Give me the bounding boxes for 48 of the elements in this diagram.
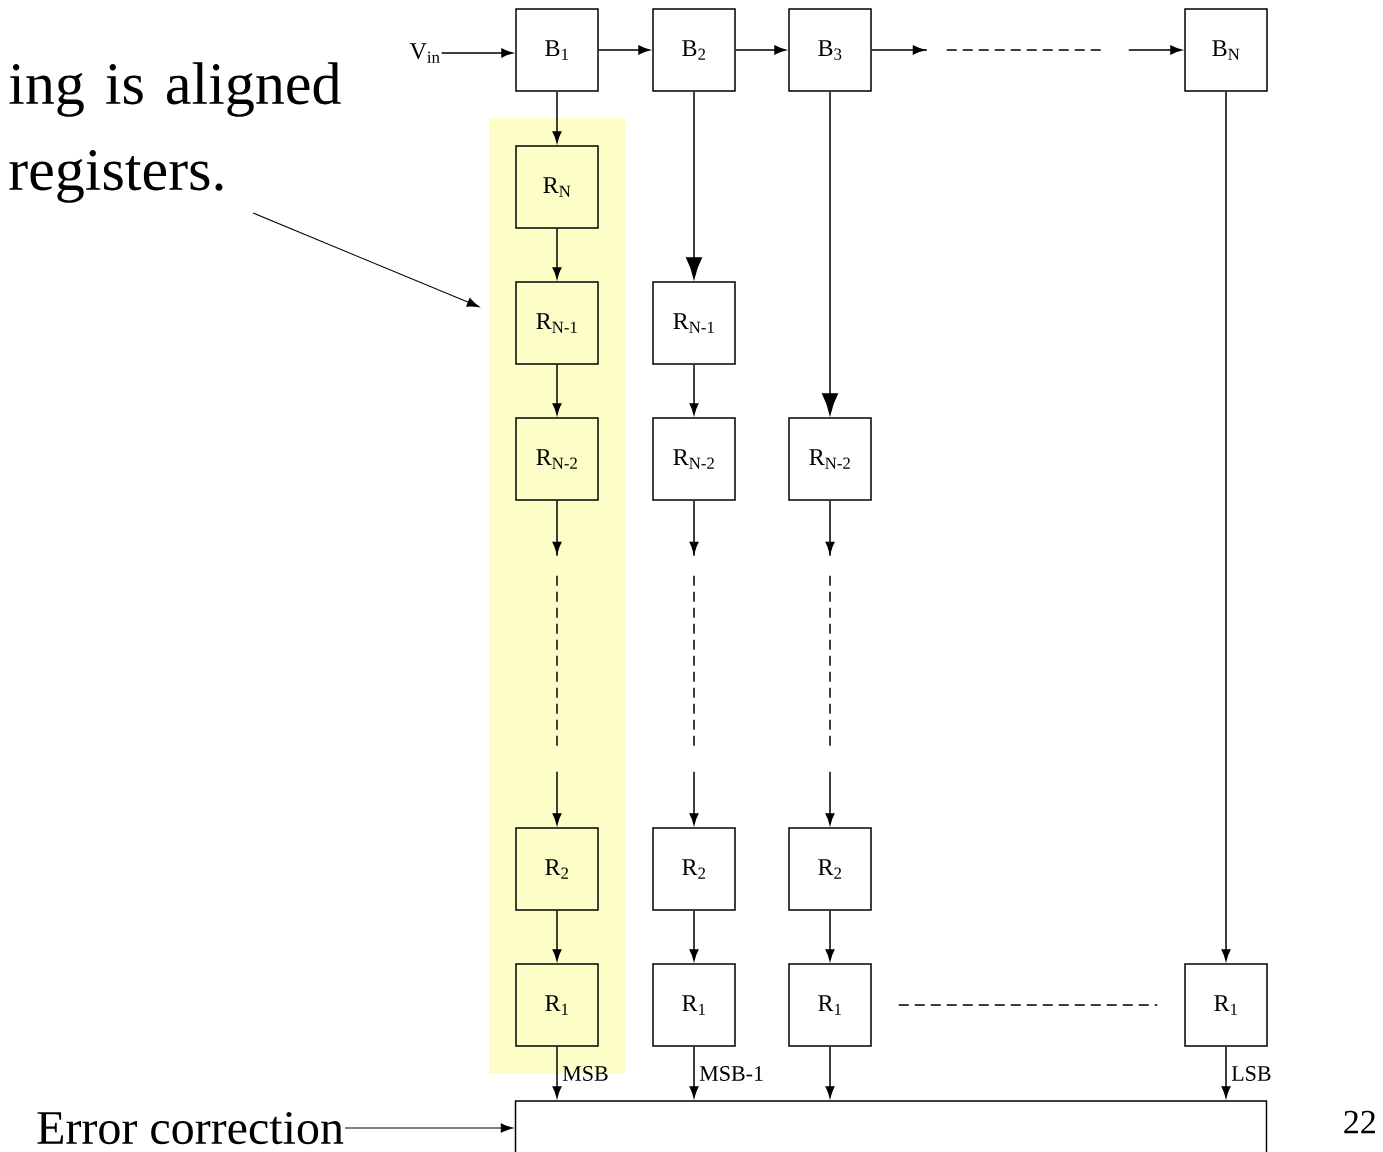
register-box: R$_{N-2}$ [652,417,736,501]
register-box: B$_{3}$ [788,8,872,92]
arrow [689,910,699,961]
page-number: 22 [1344,1110,1375,1134]
signal-label: V$_{in}$ [409,43,440,63]
register-box: B$_{N}$ [1184,8,1268,92]
register-box: R$_{1}$ [515,963,599,1047]
arrow [735,45,786,55]
register-box: R$_{N-2}$ [515,417,599,501]
arrow [552,364,562,415]
edge-label: LSB [1231,1066,1271,1081]
arrow [686,91,702,279]
error-correction-box [514,1100,1268,1152]
arrow [1221,91,1231,961]
register-box: B$_{1}$ [515,8,599,92]
arrow [344,1123,514,1133]
arrow [552,910,562,961]
edge-label: MSB-1 [699,1066,763,1081]
arrow [871,45,1182,55]
edge-label: MSB [562,1066,608,1081]
block-label: Error correction [37,1111,344,1145]
arrow [825,1046,835,1098]
arrow [825,910,835,961]
arrow [689,500,699,825]
arrow [822,91,838,415]
register-box: R$_{2}$ [652,827,736,911]
register-box: R$_{N}$ [515,145,599,229]
arrow [552,500,562,825]
arrow [689,1046,699,1098]
register-box: B$_{2}$ [652,8,736,92]
arrow [252,212,480,308]
register-box: R$_{1}$ [1184,963,1268,1047]
arrow [552,91,562,143]
register-box: R$_{N-1}$ [515,281,599,365]
register-box: R$_{N-1}$ [652,281,736,365]
register-box: R$_{1}$ [652,963,736,1047]
callout-text: ing is aligned registers. [9,62,341,203]
register-box: R$_{1}$ [788,963,872,1047]
register-box: R$_{2}$ [788,827,872,911]
arrow [825,500,835,825]
register-box: R$_{N-2}$ [788,417,872,501]
register-box: R$_{2}$ [515,827,599,911]
arrow [552,1046,562,1098]
arrow [552,228,562,279]
arrow [689,364,699,415]
arrow [440,48,513,58]
arrow [598,45,650,55]
arrow [1221,1046,1231,1098]
